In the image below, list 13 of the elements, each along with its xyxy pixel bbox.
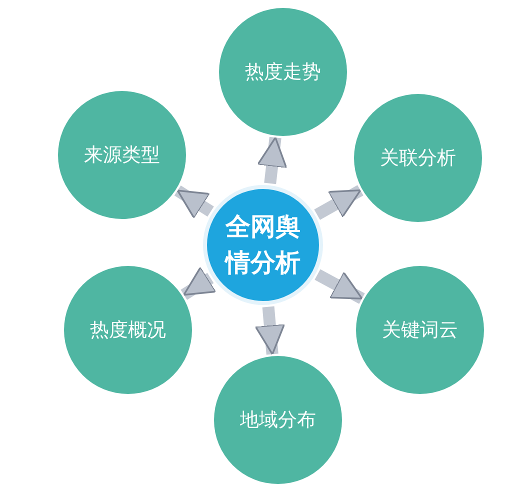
circle-label: 热度走势 (245, 60, 321, 85)
circle-label: 关键词云 (382, 318, 458, 343)
block-arrow (256, 136, 288, 184)
circle-label: 地域分布 (240, 408, 316, 433)
circle-label: 来源类型 (84, 143, 160, 168)
circle-label: 热度概况 (90, 318, 166, 343)
block-arrow (314, 185, 364, 220)
block-arrow (174, 185, 214, 219)
block-arrow (180, 266, 217, 300)
circle-label: 关联分析 (380, 146, 456, 171)
block-arrow (254, 306, 286, 356)
circle-label: 全网舆情分析 (223, 210, 302, 279)
block-arrow (314, 269, 365, 304)
